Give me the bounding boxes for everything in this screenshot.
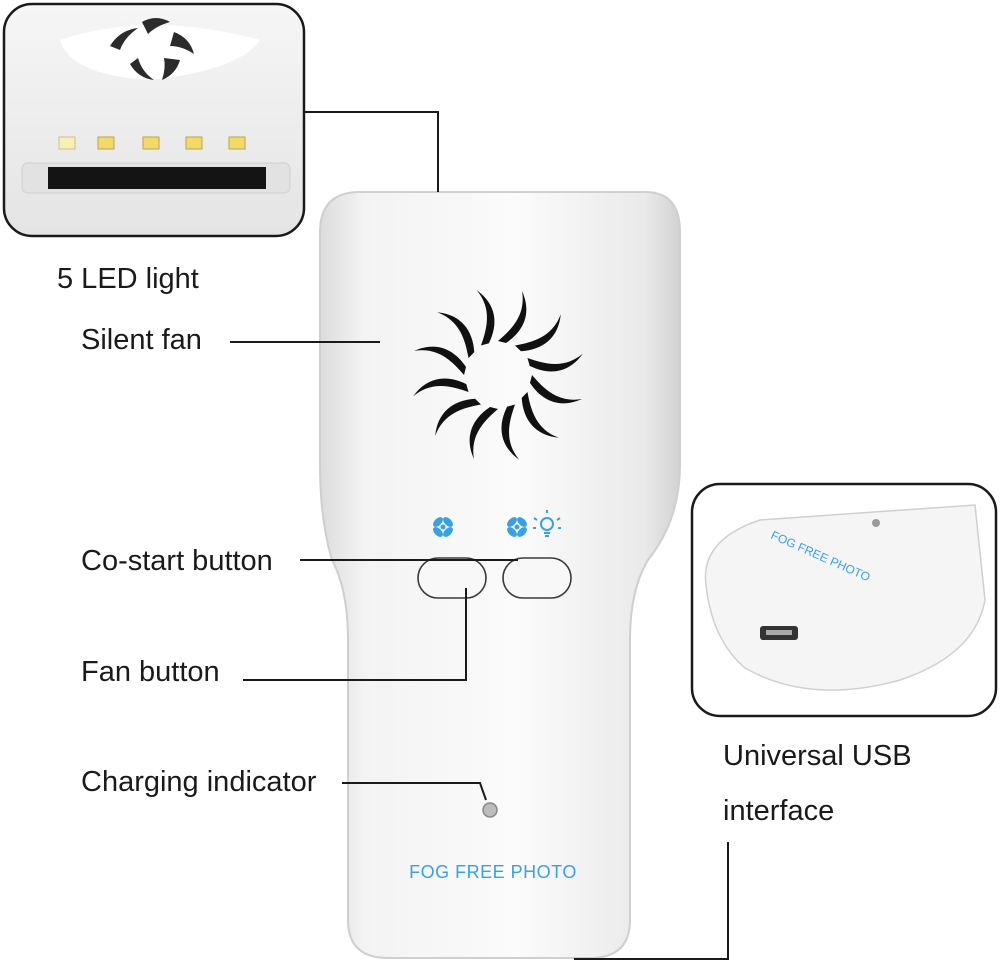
- fan-and-bulb-icon: [507, 510, 561, 537]
- led-light-label: 5 LED light: [57, 263, 199, 295]
- leader-lines: [230, 111, 729, 960]
- silent-fan-label: Silent fan: [81, 324, 202, 356]
- led-leader-line: [304, 111, 439, 192]
- device-body: [319, 191, 681, 959]
- usb-interface-label-line1: Universal USB: [723, 740, 912, 772]
- fan-button-shape[interactable]: [417, 557, 487, 599]
- fan-button-label: Fan button: [81, 656, 220, 688]
- charging-indicator-label: Charging indicator: [81, 766, 317, 798]
- usb-interface-label-line2: interface: [723, 795, 835, 827]
- brand-text: FOG FREE PHOTO: [409, 862, 577, 882]
- fan-button-leader-line: [243, 588, 467, 681]
- led-closeup-inset: [2, 2, 306, 238]
- charging-indicator-light: [482, 802, 498, 818]
- co-start-button-shape[interactable]: [502, 557, 572, 599]
- usb-leader-line: [574, 842, 729, 960]
- co-start-button-label: Co-start button: [81, 545, 273, 577]
- fan-icon: [433, 517, 453, 537]
- charging-leader-line: [342, 782, 487, 801]
- usb-closeup-inset: FOG FREE PHOTO: [690, 482, 998, 718]
